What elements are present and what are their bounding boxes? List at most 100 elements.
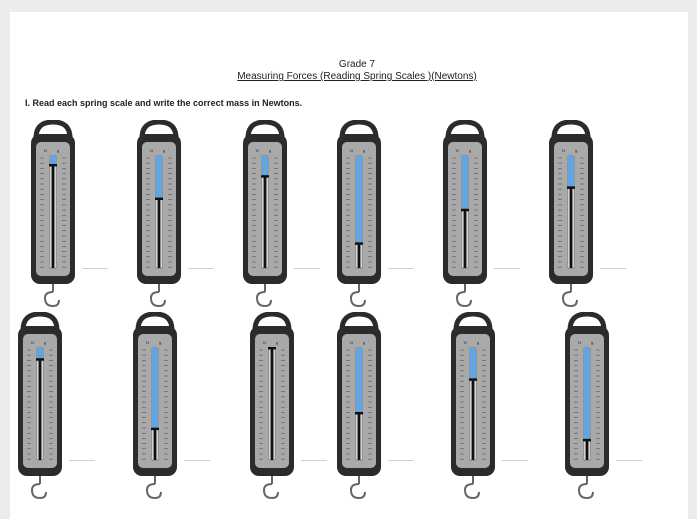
answer-line[interactable] [184,460,210,461]
scale-ring [567,312,607,331]
spring-fill [584,348,590,440]
scale-ring [453,312,493,331]
title-block: Grade 7 Measuring Forces (Reading Spring… [10,59,688,82]
scale-indicator [461,208,469,212]
scale-indicator [151,427,159,431]
answer-line[interactable] [388,460,414,461]
newton-label: N [562,148,565,153]
gram-label: g [469,148,471,153]
answer-line[interactable] [294,268,320,269]
scale-indicator [155,197,163,201]
hook-icon [145,483,162,500]
gram-label: g [44,340,46,345]
scale-rod [263,176,267,268]
scale-indicator [355,242,363,245]
scale-indicator [583,438,591,442]
scale-indicator [355,411,363,415]
scale-ring [339,312,379,331]
scale-rod [51,164,55,268]
scale-indicator [261,175,269,178]
gram-label: g [363,148,365,153]
scale-rod [38,359,42,460]
scale-ring [252,312,292,331]
gram-label: g [575,148,577,153]
scale-rod [153,428,157,460]
gram-label: g [163,148,165,153]
hook-icon [349,291,366,308]
answer-line[interactable] [69,460,95,461]
scale-indicator [567,186,575,189]
hook-icon [43,291,60,308]
spring-fill [462,156,468,210]
gram-label: g [477,340,479,345]
spring-fill [356,348,362,413]
gram-label: g [591,340,593,345]
scale-ring [245,120,285,139]
answer-line[interactable] [188,268,214,269]
scale-ring [339,120,379,139]
scale-indicator [49,163,57,167]
answer-line[interactable] [301,460,327,461]
spring-fill [356,156,362,244]
scale-rod [471,379,475,460]
answer-line[interactable] [82,268,108,269]
answer-line[interactable] [388,268,414,269]
hook-icon [455,291,472,308]
newton-label: N [464,340,467,345]
scale-ring [20,312,60,331]
newton-label: N [150,148,153,153]
spring-fill [262,156,268,177]
scale-rod [357,243,361,268]
hook-icon [255,291,272,308]
spring-fill [156,156,162,199]
scale-rod [157,198,161,268]
scale-ring [551,120,591,139]
scale-indicator [268,347,276,350]
hook-icon [30,483,47,500]
gram-label: g [57,148,59,153]
newton-label: N [263,340,266,345]
spring-fill [470,348,476,380]
answer-line[interactable] [616,460,642,461]
spring-fill [37,348,43,360]
worksheet-subtitle: Measuring Forces (Reading Spring Scales … [237,71,477,82]
spring-fill [152,348,158,429]
newton-label: N [44,148,47,153]
scale-rod [357,412,361,460]
spring-fill [568,156,574,188]
newton-label: N [350,148,353,153]
grade-title: Grade 7 [338,59,376,70]
hook-icon [262,483,279,500]
gram-label: g [159,340,161,345]
answer-line[interactable] [502,460,528,461]
newton-label: N [350,340,353,345]
scale-rod [585,439,589,460]
hook-icon [561,291,578,308]
newton-label: N [146,340,149,345]
answer-line[interactable] [600,268,626,269]
newton-label: N [578,340,581,345]
instruction-text: I. Read each spring scale and write the … [25,98,303,108]
scale-rod [463,209,467,268]
scale-rod [569,187,573,268]
scale-indicator [469,378,477,381]
hook-icon [349,483,366,500]
scale-ring [33,120,73,139]
hook-icon [463,483,480,500]
scale-indicator [36,358,44,361]
newton-label: N [31,340,34,345]
answer-line[interactable] [494,268,520,269]
scale-ring [135,312,175,331]
gram-label: g [276,340,278,345]
